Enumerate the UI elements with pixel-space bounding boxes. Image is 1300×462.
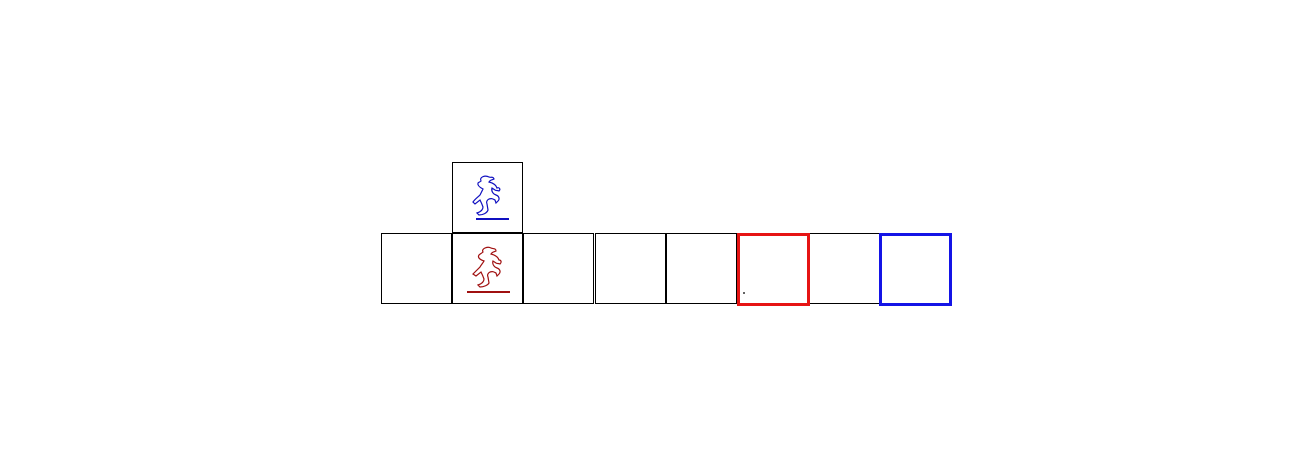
board-cell[interactable]	[666, 233, 737, 304]
board-cell[interactable]	[381, 233, 452, 304]
board-cell-upper[interactable]	[452, 162, 523, 233]
red-goal-cell[interactable]	[737, 233, 810, 306]
red-runner-icon[interactable]	[463, 244, 513, 294]
marker-dot	[743, 292, 745, 294]
blue-goal-cell[interactable]	[879, 233, 952, 306]
board-cell[interactable]	[595, 233, 666, 304]
board-cell[interactable]	[452, 233, 523, 304]
board-cell[interactable]	[809, 233, 880, 304]
board-cell[interactable]	[523, 233, 594, 304]
blue-runner-icon[interactable]	[463, 173, 513, 223]
